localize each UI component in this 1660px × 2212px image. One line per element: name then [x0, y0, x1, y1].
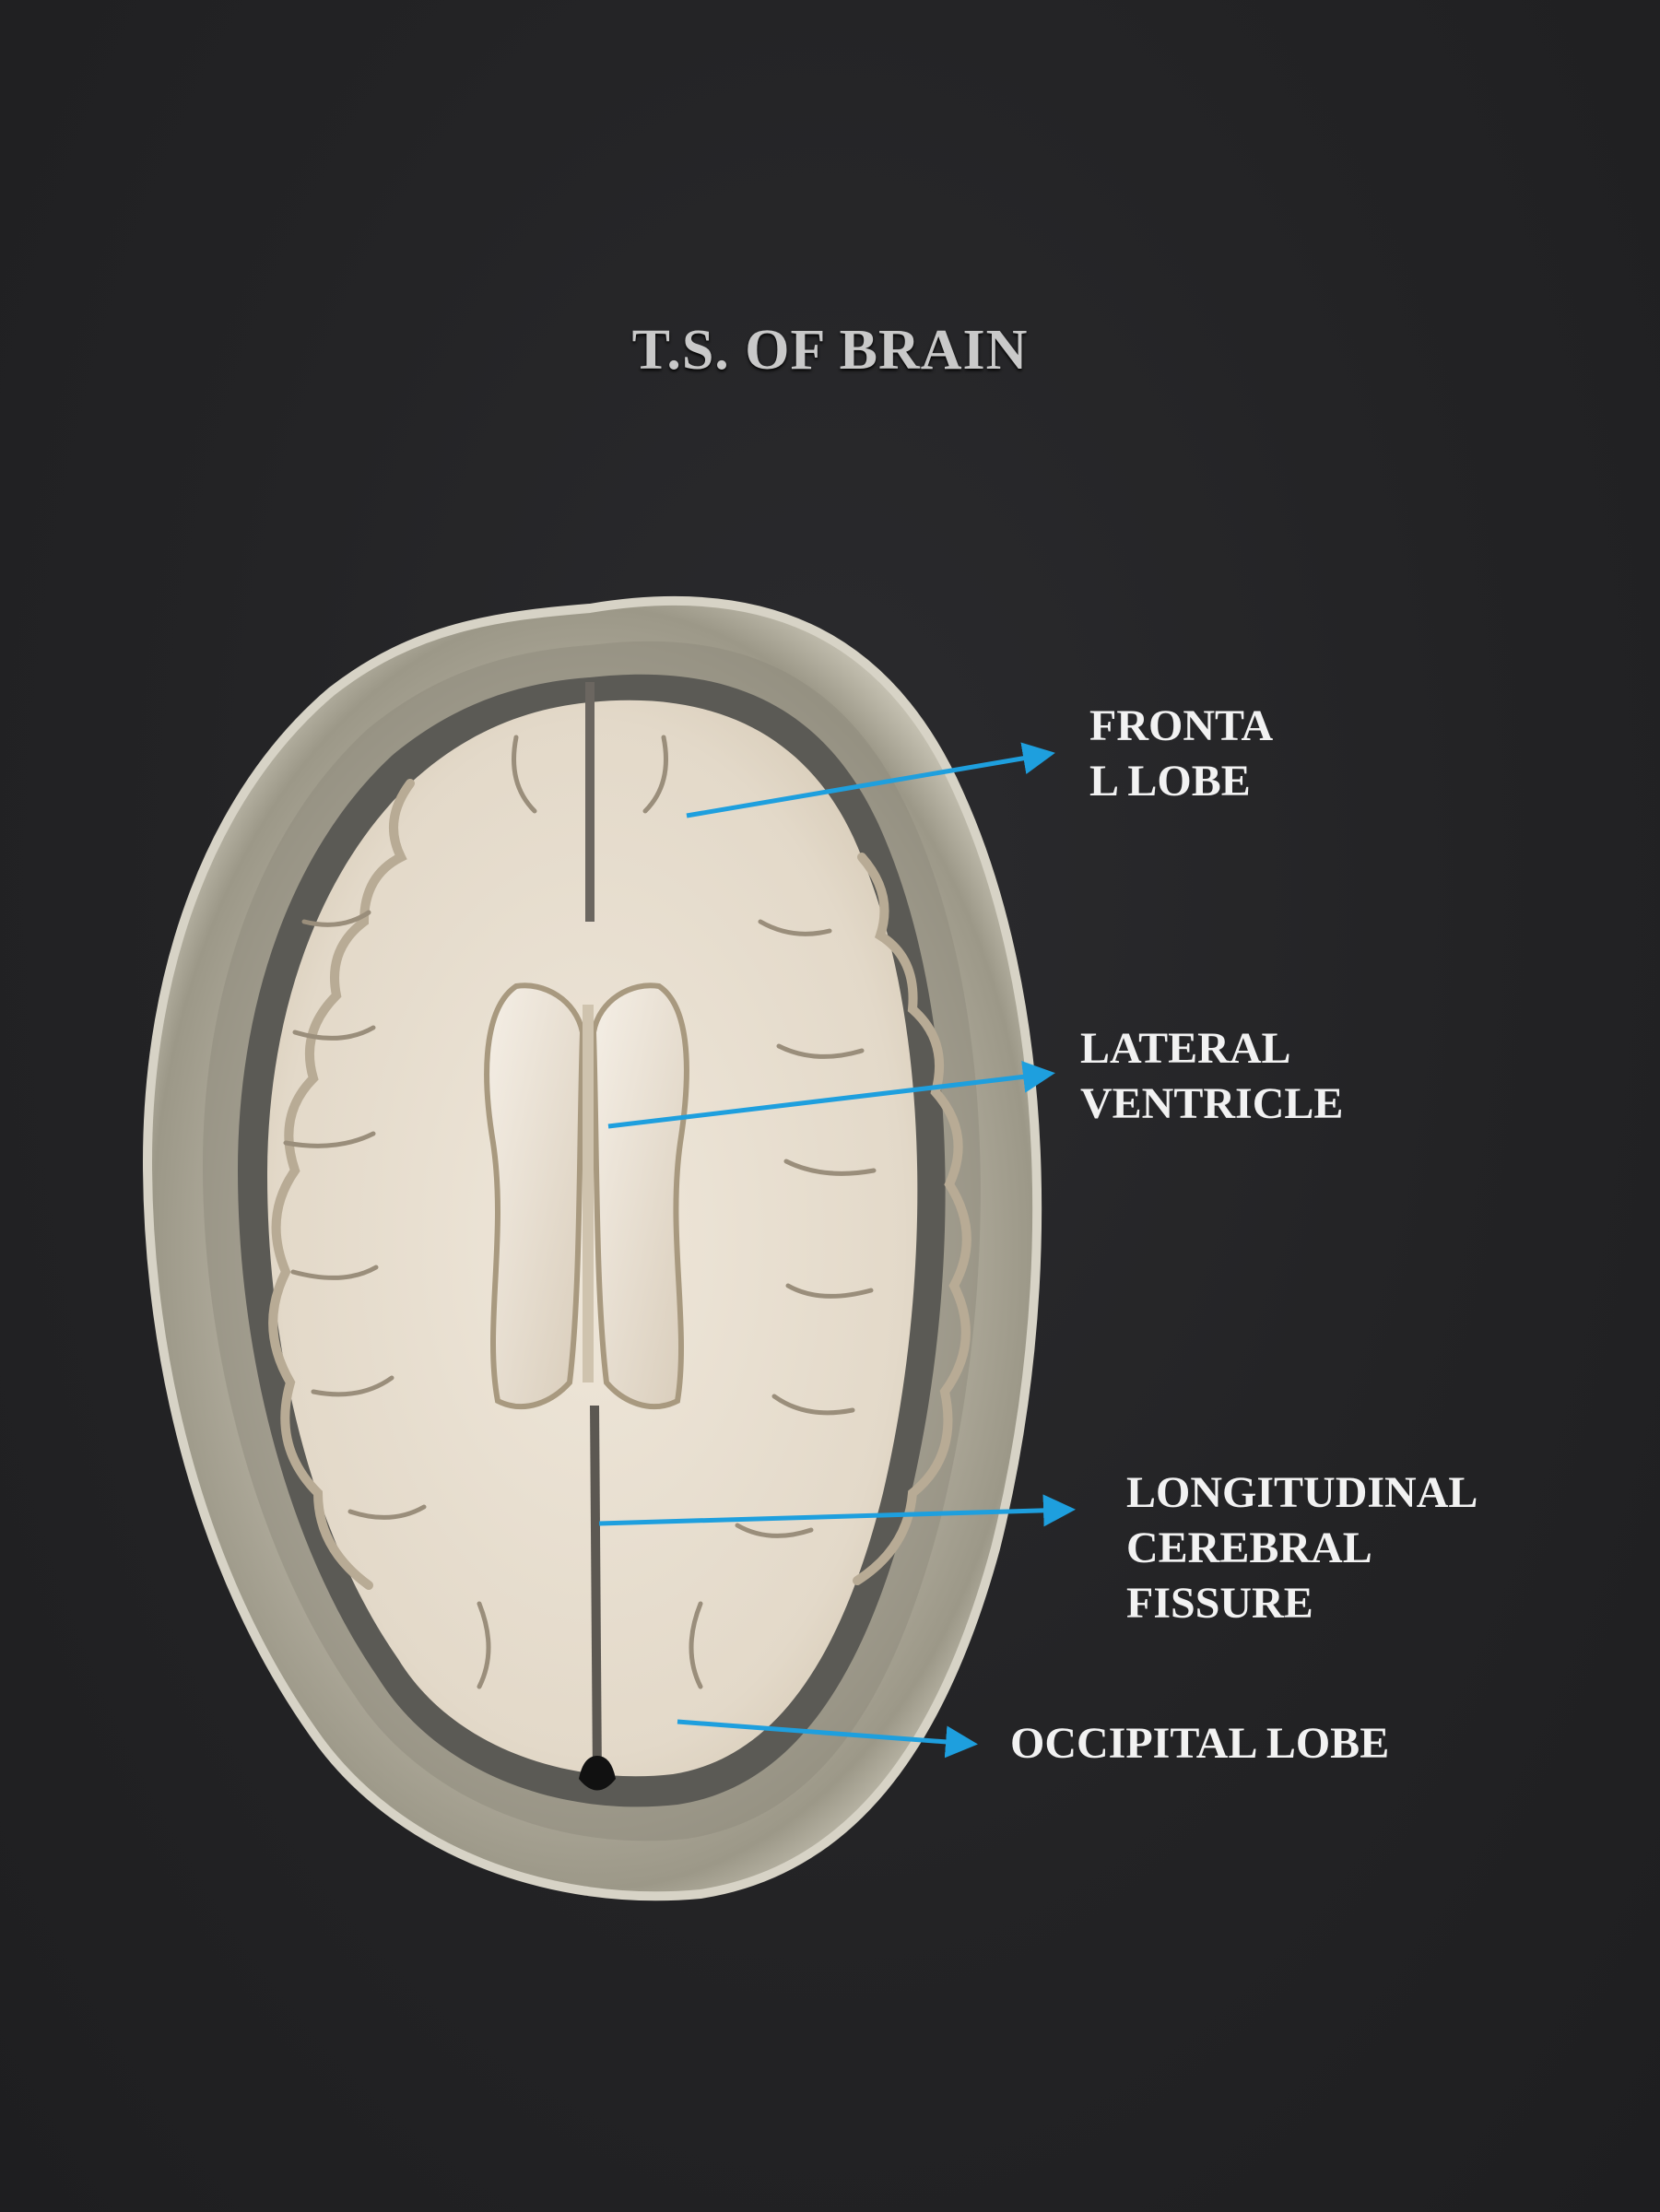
label-occipital-lobe: OCCIPITAL LOBE — [1010, 1719, 1390, 1768]
arrow-frontal-lobe — [686, 742, 1055, 818]
arrow-lateral-ventricle — [607, 1060, 1055, 1129]
annotation-arrows — [598, 742, 1076, 1759]
arrow-occipital-lobe — [677, 1719, 978, 1759]
page-title: T.S. OF BRAIN — [631, 319, 1029, 382]
label-frontal-lobe: FRONTA L LOBE — [1089, 701, 1274, 806]
label-longitudinal-cerebral-fissure: LONGITUDINAL CEREBRAL FISSURE — [1126, 1468, 1478, 1628]
arrow-longitudinal-fissure — [598, 1494, 1076, 1527]
lateral-ventricles — [484, 982, 689, 1410]
label-lateral-ventricle: LATERAL VENTRICLE — [1080, 1024, 1344, 1128]
